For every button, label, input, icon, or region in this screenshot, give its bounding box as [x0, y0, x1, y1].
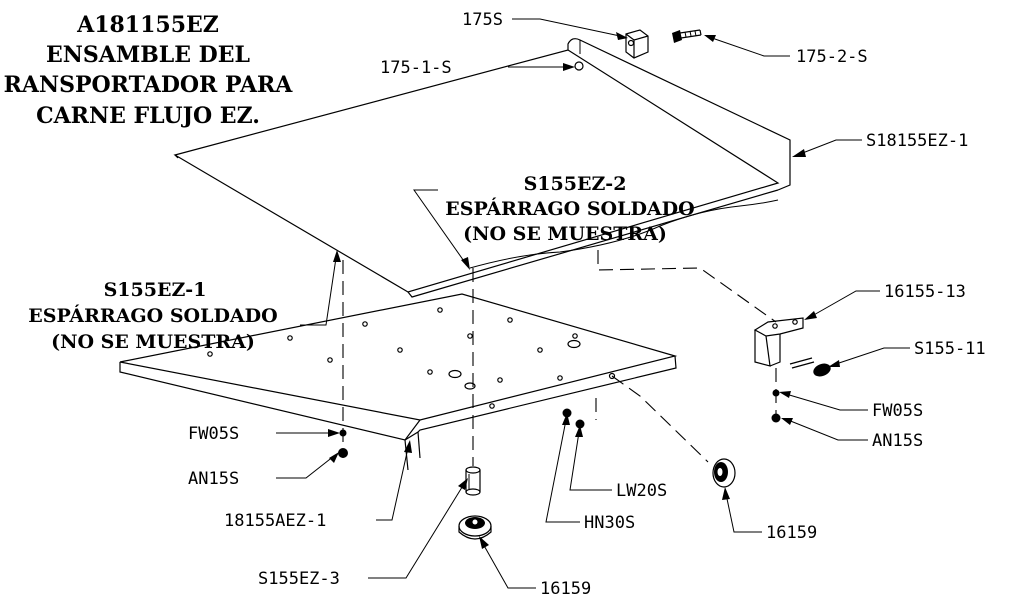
callout-an15s-right: AN15S	[872, 431, 923, 451]
top-plate-assembly	[173, 38, 791, 298]
bracket-16155-13	[753, 317, 804, 367]
callout-175s: 175S	[462, 10, 503, 30]
callout-16159-bottom: 16159	[540, 579, 591, 599]
callout-lw20s: LW20S	[616, 481, 667, 501]
lock-washer-lw20s	[575, 419, 585, 429]
stud-s155ez-3	[465, 466, 481, 496]
title-line-1: A181155EZ	[76, 12, 219, 38]
screw-175-2-s	[672, 29, 702, 43]
side-flange	[567, 38, 791, 191]
part-callouts: 175S 175-1-S 175-2-S S18155EZ-1 16155-13…	[188, 10, 986, 599]
note-s155ez-1-note: (NO SE MUESTRA)	[51, 331, 255, 353]
note-s155ez-2-note: (NO SE MUESTRA)	[463, 223, 667, 245]
wheel-16159-bottom	[458, 515, 492, 540]
note-s155ez-2-part: S155EZ-2	[524, 173, 627, 195]
callout-175-1-s: 175-1-S	[380, 58, 452, 78]
title-line-4: CARNE FLUJO EZ.	[36, 103, 260, 129]
title-block: A181155EZ ENSAMBLE DEL RANSPORTADOR PARA…	[4, 12, 294, 129]
note-s155ez-1-desc: ESPÁRRAGO SOLDADO	[28, 304, 277, 327]
leader-lines	[276, 18, 910, 589]
note-stud-s155ez-2: S155EZ-2 ESPÁRRAGO SOLDADO (NO SE MUESTR…	[445, 173, 694, 245]
callout-s155ez-3: S155EZ-3	[258, 569, 340, 589]
title-line-3: RANSPORTADOR PARA	[4, 72, 294, 98]
note-s155ez-2-desc: ESPÁRRAGO SOLDADO	[445, 197, 694, 220]
wheel-16159-right	[712, 458, 736, 488]
callout-18155aez-1: 18155AEZ-1	[224, 511, 326, 531]
screw-s155-11	[789, 357, 831, 377]
top-plate	[173, 49, 780, 293]
callout-hn30s: HN30S	[584, 513, 635, 533]
callout-s18155ez-1: S18155EZ-1	[866, 131, 968, 151]
callout-16155-13: 16155-13	[884, 282, 966, 302]
base-pan-holes	[207, 307, 616, 409]
callout-16159-right: 16159	[766, 523, 817, 543]
assembly-lines	[342, 250, 777, 466]
callout-175-2-s: 175-2-S	[796, 47, 868, 67]
callout-an15s-left: AN15S	[188, 469, 239, 489]
spacer-block-175s	[625, 29, 649, 59]
flange-hole	[574, 61, 584, 71]
callout-fw05s-right: FW05S	[872, 401, 923, 421]
top-plate-front-edge	[407, 189, 779, 298]
note-s155ez-1-part: S155EZ-1	[104, 279, 207, 301]
callout-fw05s-left: FW05S	[188, 424, 239, 444]
note-stud-s155ez-1: S155EZ-1 ESPÁRRAGO SOLDADO (NO SE MUESTR…	[28, 279, 277, 353]
base-pan	[119, 293, 678, 471]
base-pan-front-flange	[119, 362, 421, 441]
callout-s155-11: S155-11	[914, 339, 986, 359]
title-line-2: ENSAMBLE DEL	[46, 42, 250, 68]
